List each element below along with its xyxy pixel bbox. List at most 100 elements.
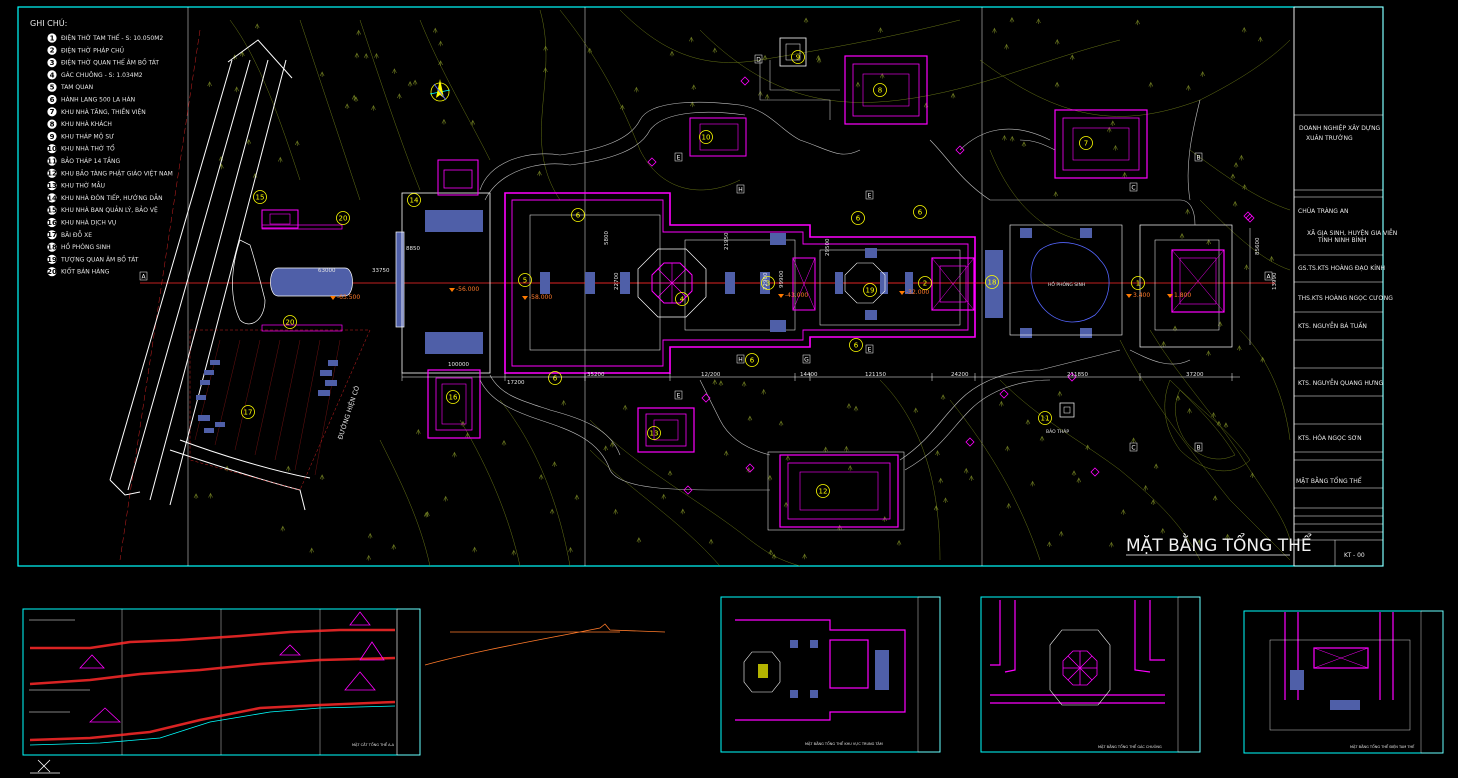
tree-symbol: [465, 432, 470, 439]
building-number: 7: [1084, 140, 1088, 148]
tree-symbol: [992, 27, 997, 34]
tree-symbol: [853, 405, 859, 412]
legend-number: 15: [47, 207, 57, 215]
building-number-marker[interactable]: 20: [336, 211, 350, 225]
dimension-value: 211850: [1067, 372, 1088, 378]
tree-symbol: [708, 538, 714, 545]
tree-symbol: [718, 380, 724, 386]
building-number-marker[interactable]: 18: [985, 275, 999, 289]
sub-sheet-4-title: MẶT BẰNG TỔNG THỂ ĐIỆN TAM THẾ: [1350, 743, 1415, 749]
section-mark-label: H: [738, 187, 743, 194]
tree-symbol: [661, 493, 666, 500]
tb-role2: THS.KTS HOÀNG NGỌC CƯƠNG: [1297, 295, 1393, 302]
tree-symbol: [689, 36, 694, 43]
tree-symbol: [501, 439, 507, 446]
legend-number: 7: [50, 108, 55, 116]
reception-building: [401, 159, 491, 374]
building-number-marker[interactable]: 6: [851, 211, 865, 225]
tb-drawing-name: MẶT BẰNG TỔNG THỂ: [1296, 477, 1362, 485]
building-number-marker[interactable]: 7: [1079, 136, 1093, 150]
sub-sheet-section[interactable]: MẶT CẮT TỔNG THỂ A-A: [22, 608, 421, 756]
section-mark: E: [865, 190, 874, 200]
building-number-marker[interactable]: 13: [647, 426, 661, 440]
sub-sheet-bell-tower[interactable]: MẶT BẰNG TỔNG THỂ GÁC CHUÔNG: [980, 596, 1201, 753]
tree-symbol: [712, 47, 718, 54]
building-number-marker[interactable]: 10: [699, 130, 713, 144]
tree-symbol: [286, 465, 291, 472]
building-number: 12: [819, 488, 828, 496]
tree-symbol: [1053, 191, 1059, 197]
tree-symbol: [407, 81, 413, 87]
tree-symbol: [432, 27, 438, 34]
dimension-value: 85600: [1255, 237, 1261, 255]
building-number-marker[interactable]: 12: [816, 484, 830, 498]
building-number-marker[interactable]: 11: [1038, 411, 1052, 425]
tree-symbol: [1250, 472, 1255, 479]
building-12: [767, 451, 905, 531]
building-number-marker[interactable]: 6: [548, 371, 562, 385]
tree-symbol: [778, 420, 784, 427]
tower-11: BẢO THÁP: [1046, 402, 1075, 435]
legend-number: 11: [47, 157, 57, 165]
sub-sheet-central[interactable]: MẶT BẰNG TỔNG THỂ KHU VỰC TRUNG TÂM: [720, 596, 941, 753]
building-number-marker[interactable]: 14: [407, 193, 421, 207]
building-15: [261, 209, 299, 229]
release-lake: HỒ PHÓNG SINH: [1009, 224, 1123, 336]
building-number-marker[interactable]: 6: [913, 205, 927, 219]
building-number-marker[interactable]: 19: [863, 283, 877, 297]
section-mark-label: C: [1131, 185, 1135, 192]
building-number-marker[interactable]: 15: [253, 190, 267, 204]
tree-symbol: [1211, 412, 1216, 418]
elevation-value: -32.000: [906, 289, 929, 296]
section-mark-label: A: [141, 274, 146, 281]
section-mark-label: A: [1266, 274, 1271, 281]
building-7: [1054, 109, 1148, 179]
building-number-marker[interactable]: 6: [571, 208, 585, 222]
legend-number: 5: [50, 84, 55, 92]
tree-symbol: [561, 399, 566, 406]
building-number-marker[interactable]: 20: [283, 315, 297, 329]
tree-symbol: [309, 547, 314, 554]
building-number-marker[interactable]: 4: [675, 292, 689, 306]
building-number-marker[interactable]: 1: [1131, 276, 1145, 290]
building-number-marker[interactable]: 5: [518, 273, 532, 287]
building-number-marker[interactable]: 3: [761, 276, 775, 290]
building-number-marker[interactable]: 17: [241, 405, 255, 419]
tree-symbol: [537, 170, 542, 177]
tree-symbol: [425, 511, 430, 517]
building-number-marker[interactable]: 6: [849, 338, 863, 352]
tree-symbol: [691, 84, 697, 90]
tree-symbol: [636, 537, 642, 543]
building-number-marker[interactable]: 8: [873, 83, 887, 97]
tree-symbol: [741, 381, 747, 387]
building-number: 14: [410, 197, 419, 205]
sub-sheet-main-hall[interactable]: MẶT BẰNG TỔNG THỂ ĐIỆN TAM THẾ: [1243, 610, 1444, 754]
tb-location: XÃ GIA SINH, HUYỆN GIA VIỄN: [1307, 229, 1397, 237]
building-number-marker[interactable]: 16: [446, 390, 460, 404]
dimension-value: 13990: [1272, 272, 1278, 290]
legend-text: KHU THÁP MỘ SƯ: [61, 133, 114, 140]
tree-symbol: [622, 404, 628, 411]
building-number-marker[interactable]: 9: [791, 50, 805, 64]
tree-symbol: [1057, 390, 1063, 397]
entrance-plaza: [232, 224, 405, 332]
tree-symbol: [366, 554, 372, 561]
tree-symbol: [1021, 141, 1027, 148]
diamond-marker: [1090, 467, 1100, 477]
section-mark: D: [754, 54, 763, 64]
elevation-label: 3.400: [1126, 292, 1150, 299]
legend-text: BÃI ĐỖ XE: [61, 231, 92, 239]
tree-symbol: [969, 475, 974, 481]
tree-symbol: [938, 477, 943, 484]
legend-text: KHU NHÀ TĂNG, THIỀN VIỆN: [61, 108, 146, 116]
diamond-marker: [999, 389, 1009, 399]
tree-symbol: [1216, 420, 1222, 427]
tree-symbol: [392, 68, 397, 74]
legend-text: ĐIỆN THỜ QUAN THẾ ÂM BỒ TÁT: [61, 58, 159, 67]
tree-symbol: [416, 429, 421, 435]
building-number-marker[interactable]: 2: [918, 276, 932, 290]
building-number-marker[interactable]: 6: [745, 353, 759, 367]
